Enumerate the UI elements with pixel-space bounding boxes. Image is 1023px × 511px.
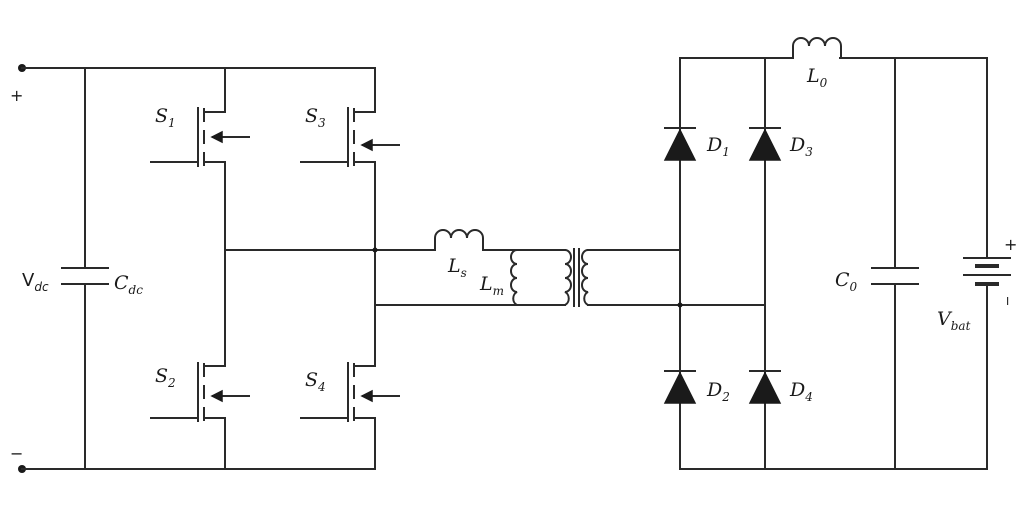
dc-link-capacitor [61,67,109,470]
mosfet-s3 [300,107,400,167]
vdc-label: Vdc [22,270,49,294]
transformer [564,248,766,307]
co-label: C0 [835,269,858,294]
d2-label: D2 [706,379,730,404]
magnetizing-inductor-lm [510,249,518,306]
ls-label: Ls [447,255,467,280]
battery-vbat: + I [963,57,1017,470]
output-capacitor-co [871,57,919,470]
mosfet-s2 [150,362,250,422]
cdc-label: Cdc [114,272,143,297]
diode-d1 [663,127,697,161]
d1-label: D1 [706,134,730,159]
series-inductor-ls [434,229,518,251]
mosfet-s4 [300,362,400,422]
s3-label: S3 [305,105,326,130]
output-rails [677,57,988,470]
diode-d4 [748,370,782,404]
battery-minus-sign: I [1006,295,1009,308]
d4-label: D4 [789,379,813,404]
vbat-label: Vbat [937,308,971,333]
input-plus-sign: + [10,86,23,105]
mosfet-s1 [150,107,250,167]
input-minus-sign: − [10,444,23,463]
input-terminals: + − [10,64,376,473]
s2-label: S2 [155,365,176,390]
d3-label: D3 [789,134,813,159]
diode-d2 [663,370,697,404]
ac-link-wires [224,247,566,306]
s4-label: S4 [305,369,326,394]
diode-d3 [748,127,782,161]
s1-label: S1 [155,105,176,130]
battery-plus-sign: + [1004,235,1017,254]
lm-label: Lm [479,273,504,298]
lo-label: L0 [806,65,828,90]
output-inductor-lo [792,37,842,58]
